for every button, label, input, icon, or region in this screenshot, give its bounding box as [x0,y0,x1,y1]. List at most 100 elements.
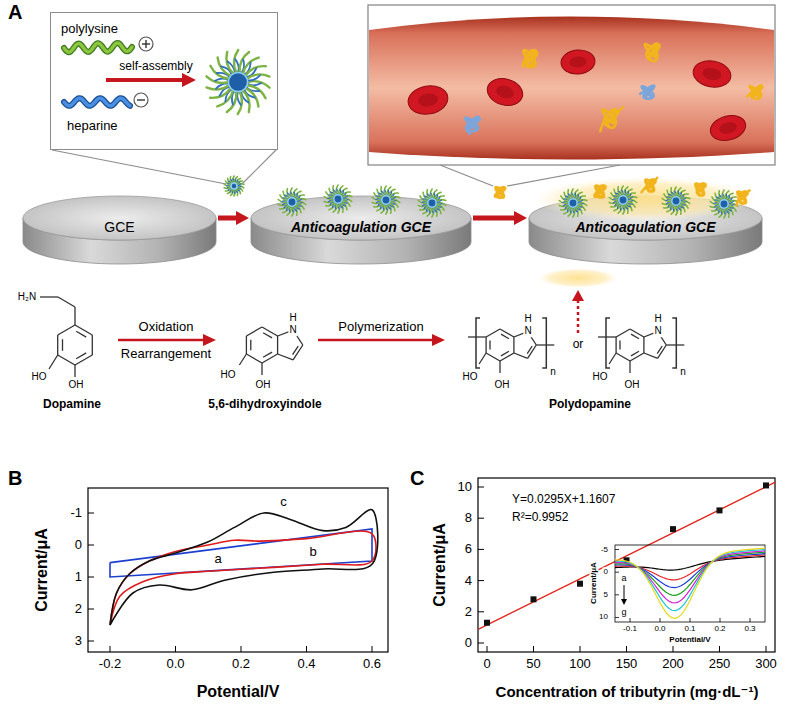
atom-label: HO [220,369,237,381]
reaction-step: Polymerization [338,320,423,335]
ring-bond [277,336,278,354]
cell-center [569,56,587,68]
red-blood-cell [691,58,733,90]
tick-label: 10 [458,480,472,495]
tick-label: 5 [603,590,609,599]
atom-label: N [288,324,297,336]
polylysine-strand [719,191,722,201]
tick-label: -5 [600,545,609,554]
heparin-strand [627,197,633,199]
panel-letter: A [8,1,22,24]
double-bond [293,346,299,355]
chemical-structures [40,297,684,377]
charge-symbol [145,40,146,48]
heparin-strand [216,83,229,88]
ring-bond [486,353,500,361]
polylysine-strand [671,188,674,198]
bond [499,361,500,373]
ring-bond [75,355,92,365]
heparin-strand [248,75,261,80]
bond [528,345,537,358]
ring-bond [58,325,75,335]
tick-mark [88,609,94,610]
polylysine-strand [674,187,676,197]
leader-line [52,150,226,184]
tick-label: 0.1 [683,624,696,633]
arrow-head [432,334,445,346]
micelle [609,186,637,214]
atom-label: HO [31,371,48,383]
tick-mark [241,646,242,652]
tick-label: 0.3 [743,624,756,633]
bond [609,353,616,364]
tick-label: 10 [598,613,609,622]
polylysine-strand [381,187,384,197]
tick-label: 0.6 [363,657,381,672]
fibrinogen [746,85,762,99]
plot-frame [88,488,388,652]
atom-label: OH [624,379,641,391]
cell-body [406,83,450,118]
compound-name: Polydopamine [549,398,631,412]
polylysine-strand [618,187,621,197]
tick-mark [306,646,307,652]
bond [479,353,486,364]
ring-bond [485,337,486,353]
data-point [531,596,537,602]
polylysine-strand [625,204,628,214]
tick-label: 3 [75,634,82,649]
tick-label: -1 [70,506,82,521]
bond [239,354,246,365]
polylysine-strand [680,198,690,200]
compound-name: 5,6-dihydroxyindole [208,398,321,412]
tick-label: 0.0 [653,624,666,633]
double-bond [501,351,509,356]
micelle [662,187,690,215]
inset-panel: polylysineself-assemblyheparine [50,12,278,150]
connector-word: or [572,338,585,352]
tick-mark [626,646,627,652]
ring-bond [486,329,500,337]
tick-label: 50 [526,657,540,672]
node-label: GCE [104,219,134,235]
fibrinogen [495,187,506,198]
tick-label: 0 [603,568,609,577]
compound-name: Dopamine [43,398,101,412]
atom-label: H [288,312,297,324]
disc-top [23,196,216,240]
double-bond [631,351,639,356]
polylysine-strand [278,203,288,205]
tick-mark [487,646,488,652]
tick-label: 4 [465,573,472,588]
node-label: polylysine [61,22,118,37]
bond [58,297,75,307]
polylysine-strand [575,207,578,217]
flow-arrow [218,216,236,221]
tick-mark [673,646,674,652]
bond [261,363,262,375]
double-bond [76,331,86,337]
tick-label: 0 [75,538,82,553]
cell-body [708,112,749,144]
polylysine-strand [287,189,290,199]
bracket [542,318,546,368]
atom-label: H₂N [17,291,37,303]
ring-bond [616,329,630,337]
ring-bond [615,337,616,353]
polylysine-strand [432,207,434,217]
dotted-arrow [577,300,580,333]
bond [278,354,294,360]
heparin-strand [680,198,686,200]
vessel-panel [368,5,775,165]
data-point [577,581,583,587]
red-blood-cell [406,83,450,118]
reaction-step: Oxidation [139,320,194,335]
data-point [670,526,676,532]
charge-symbol [134,93,148,107]
polylysine-strand [662,202,672,204]
tick-label: 1 [75,570,82,585]
micelle-core [228,72,247,91]
polylysine-strand [710,205,720,207]
polylysine-strand [372,201,382,203]
